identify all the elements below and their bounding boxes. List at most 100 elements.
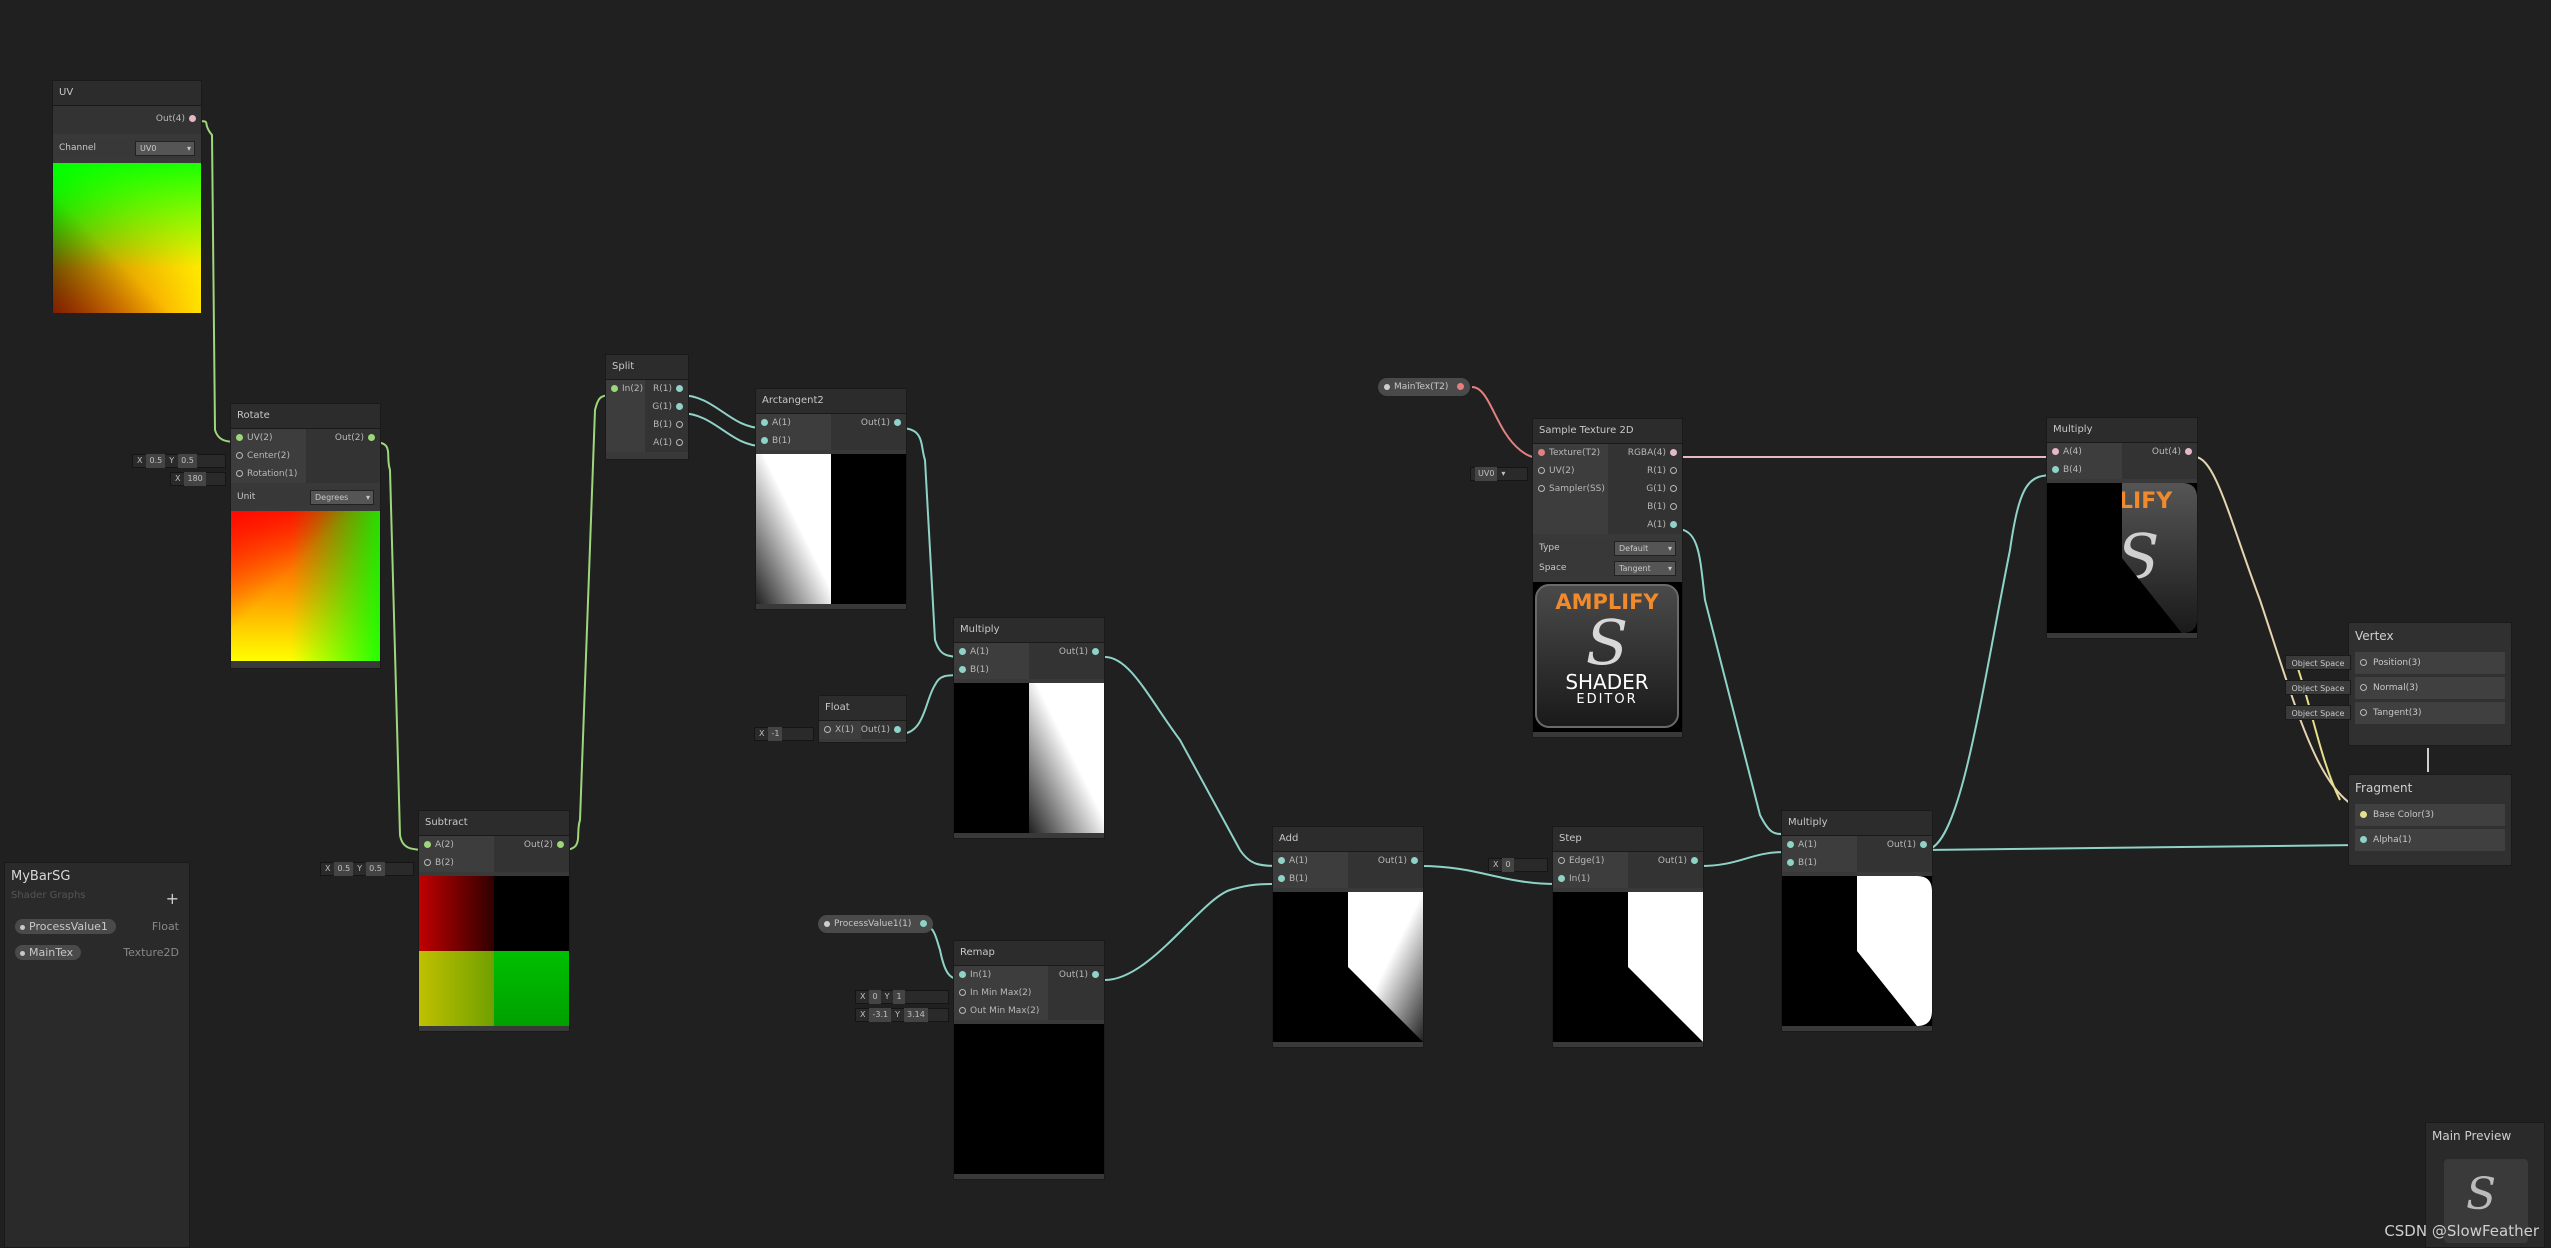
add-node[interactable]: Add A(1) B(1) Out(1) — [1272, 826, 1424, 1048]
in-port[interactable] — [1538, 485, 1545, 492]
multiply-node-3[interactable]: Multiply A(4) B(4) Out(4) LIFY S — [2046, 417, 2198, 639]
blackboard-panel[interactable]: MyBarSG Shader Graphs + ProcessValue1 Fl… — [4, 862, 190, 1248]
out-port[interactable] — [676, 421, 683, 428]
fragment-context[interactable]: Fragment Base Color(3) Alpha(1) — [2348, 774, 2512, 866]
out-min-value[interactable]: -3.1 — [869, 1008, 892, 1022]
in-port[interactable] — [959, 971, 966, 978]
in-max-value[interactable]: 1 — [893, 990, 905, 1004]
in-port[interactable] — [236, 470, 243, 477]
float-node[interactable]: Float X(1) Out(1) — [818, 695, 907, 743]
in-min-value[interactable]: 0 — [869, 990, 881, 1004]
position-block[interactable]: Object Space Position(3) — [2285, 652, 2505, 674]
out-port[interactable] — [676, 439, 683, 446]
remap-node[interactable]: Remap In(1) In Min Max(2) Out Min Max(2)… — [953, 940, 1105, 1180]
in-port[interactable] — [1278, 857, 1285, 864]
in-port[interactable] — [2052, 448, 2059, 455]
out-max-value[interactable]: 3.14 — [903, 1008, 928, 1022]
in-port[interactable] — [424, 841, 431, 848]
uv-channel-field[interactable]: UV0▾ — [1470, 467, 1528, 481]
property-name[interactable]: ProcessValue1 — [15, 918, 116, 934]
in-port[interactable] — [824, 726, 831, 733]
node-title[interactable]: Split — [606, 355, 688, 380]
property-name[interactable]: MainTex — [15, 944, 82, 960]
in-port[interactable] — [1558, 857, 1565, 864]
alpha-block[interactable]: Alpha(1) — [2355, 829, 2505, 851]
in-port[interactable] — [761, 419, 768, 426]
out-port[interactable] — [1411, 857, 1418, 864]
in-port[interactable] — [761, 437, 768, 444]
multiply-node-1[interactable]: Multiply A(1) B(1) Out(1) — [953, 617, 1105, 839]
out-port[interactable] — [1670, 503, 1677, 510]
blackboard-property[interactable]: MainTex Texture2D — [5, 939, 189, 965]
in-port[interactable] — [1278, 875, 1285, 882]
node-title[interactable]: Multiply — [954, 618, 1104, 643]
in-port[interactable] — [2360, 659, 2367, 666]
out-port[interactable] — [1670, 521, 1677, 528]
uv-channel-value[interactable]: UV0 — [1475, 467, 1498, 481]
in-port[interactable] — [1538, 467, 1545, 474]
node-title[interactable]: Rotate — [231, 404, 380, 429]
rotation-value[interactable]: 180 — [184, 472, 206, 486]
type-dropdown[interactable]: Default — [1614, 541, 1676, 556]
center-y-value[interactable]: 0.5 — [178, 454, 197, 468]
main-preview-panel[interactable]: Main Preview S — [2425, 1122, 2545, 1248]
out-port[interactable] — [1920, 841, 1927, 848]
float-x-value[interactable]: -1 — [768, 727, 783, 741]
in-port[interactable] — [1787, 859, 1794, 866]
in-port[interactable] — [2360, 709, 2367, 716]
uv-node[interactable]: UV Out(4) Channel UV0 — [52, 80, 202, 313]
tangent-block[interactable]: Object Space Tangent(3) — [2285, 702, 2505, 724]
out-port[interactable] — [894, 726, 901, 733]
in-port[interactable] — [959, 989, 966, 996]
out-port[interactable] — [1670, 467, 1677, 474]
float-x-field[interactable]: X-1 — [754, 727, 814, 741]
main-preview-viewport[interactable]: S — [2444, 1159, 2528, 1243]
in-port[interactable] — [959, 1007, 966, 1014]
b-y-value[interactable]: 0.5 — [366, 862, 385, 876]
out-port[interactable] — [676, 403, 683, 410]
edge-value[interactable]: 0 — [1502, 858, 1514, 872]
out-port[interactable] — [368, 434, 375, 441]
node-title[interactable]: Remap — [954, 941, 1104, 966]
out-port[interactable] — [1691, 857, 1698, 864]
space-dropdown[interactable]: Tangent — [1614, 561, 1676, 576]
node-title[interactable]: UV — [53, 81, 201, 106]
normal-block[interactable]: Object Space Normal(3) — [2285, 677, 2505, 699]
out-port[interactable] — [1670, 485, 1677, 492]
rotate-node[interactable]: Rotate UV(2) Center(2) Rotation(1) Out(2… — [230, 403, 381, 669]
out-port[interactable] — [676, 385, 683, 392]
step-node[interactable]: Step Edge(1) In(1) Out(1) — [1552, 826, 1704, 1048]
maintex-property-node[interactable]: MainTex(T2) — [1378, 378, 1471, 396]
sample-texture-2d-node[interactable]: Sample Texture 2D Texture(T2) UV(2) Samp… — [1532, 418, 1683, 738]
b-x-value[interactable]: 0.5 — [334, 862, 354, 876]
in-port[interactable] — [959, 648, 966, 655]
in-port[interactable] — [236, 434, 243, 441]
in-port[interactable] — [2360, 811, 2367, 818]
out-port[interactable] — [920, 920, 928, 927]
in-port[interactable] — [2360, 684, 2367, 691]
node-title[interactable]: Sample Texture 2D — [1533, 419, 1682, 444]
blackboard-property[interactable]: ProcessValue1 Float — [5, 913, 189, 939]
out-port[interactable] — [189, 115, 196, 122]
out-port[interactable] — [1092, 648, 1099, 655]
in-port[interactable] — [959, 666, 966, 673]
in-port[interactable] — [1558, 875, 1565, 882]
out-port[interactable] — [894, 419, 901, 426]
vertex-context[interactable]: Vertex Object Space Position(3) Object S… — [2285, 622, 2512, 746]
node-title[interactable]: Multiply — [1782, 811, 1932, 836]
out-port[interactable] — [1457, 383, 1465, 390]
node-title[interactable]: Multiply — [2047, 418, 2197, 443]
node-title[interactable]: Step — [1553, 827, 1703, 852]
node-title[interactable]: Add — [1273, 827, 1423, 852]
subtract-node[interactable]: Subtract A(2) B(2) Out(2) — [418, 810, 570, 1032]
in-port[interactable] — [1538, 449, 1545, 456]
in-port[interactable] — [2360, 836, 2367, 843]
base-color-block[interactable]: Base Color(3) — [2355, 804, 2505, 826]
node-title[interactable]: Float — [819, 696, 906, 721]
channel-dropdown[interactable]: UV0 — [135, 141, 195, 156]
